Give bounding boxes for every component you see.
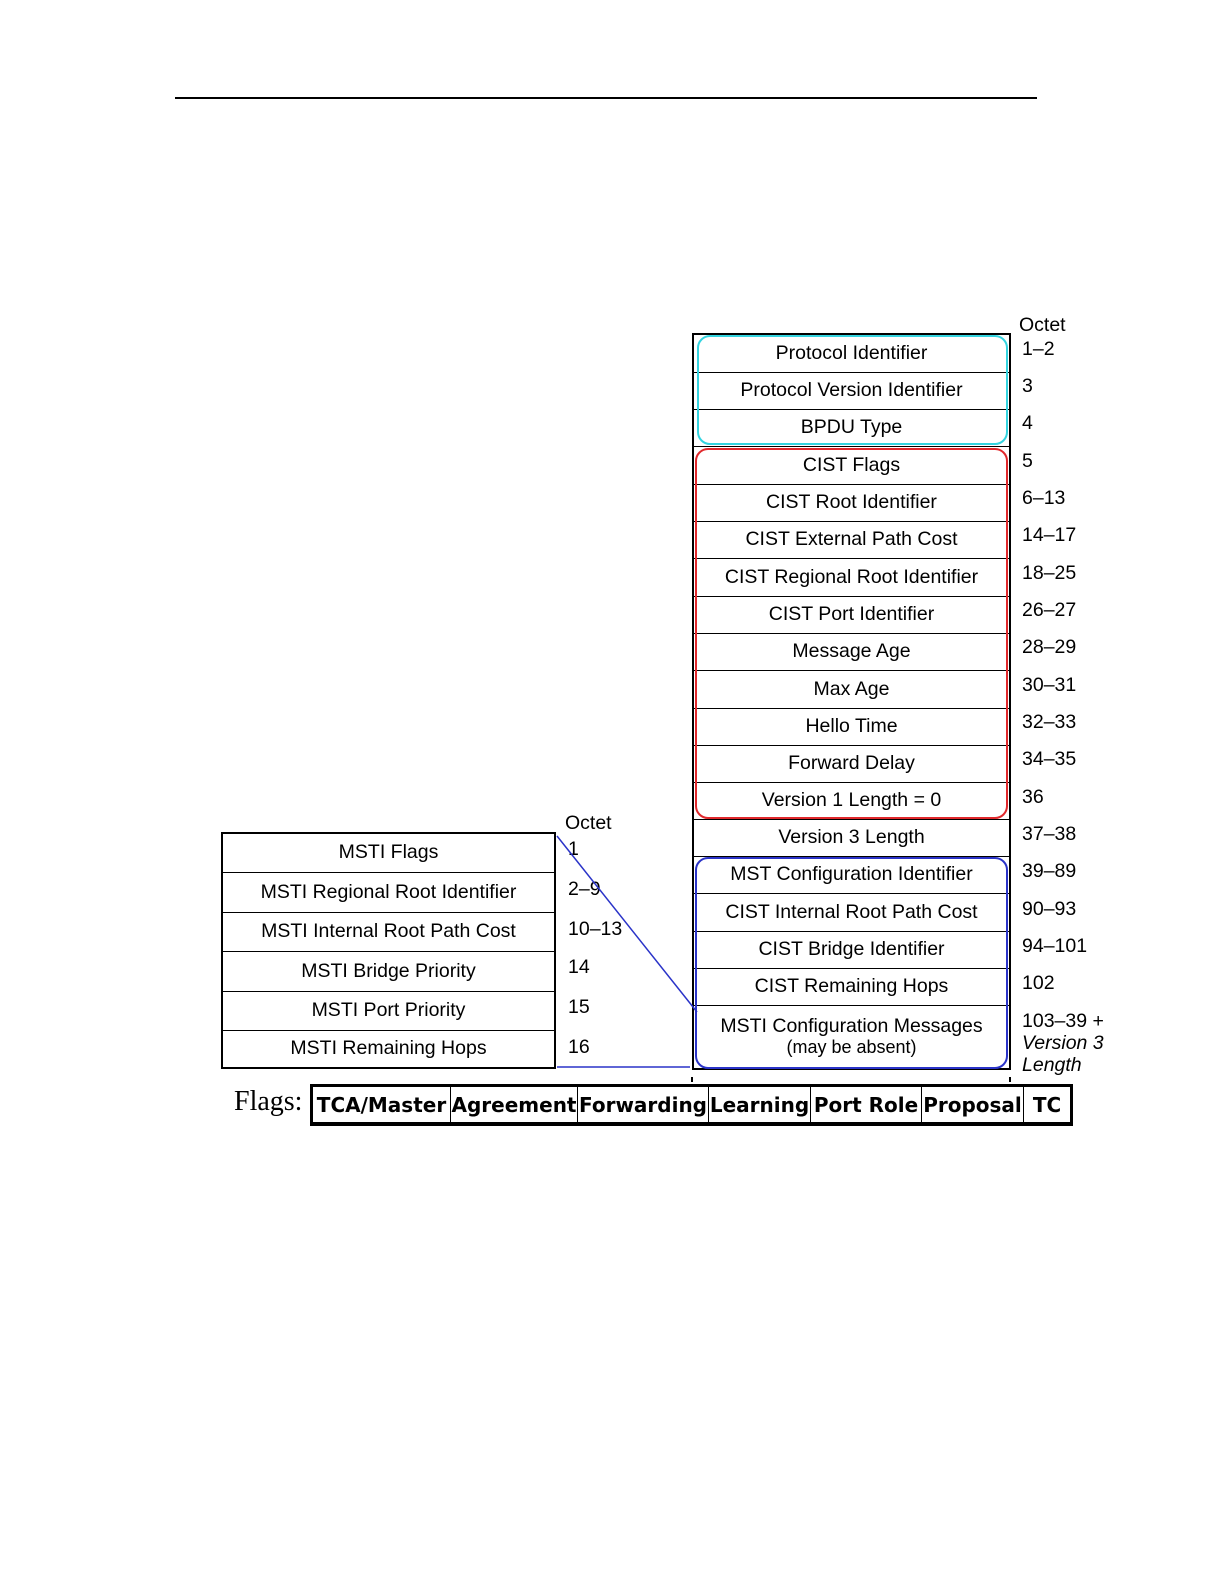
field-msti-internal-root-path-cost: MSTI Internal Root Path Cost	[223, 913, 554, 952]
flag-tca-master: TCA/Master	[313, 1087, 451, 1122]
stack-bottom-tick-left	[691, 1077, 693, 1082]
right-octet-header: Octet	[1019, 314, 1066, 336]
field-protocol-identifier: Protocol Identifier	[694, 335, 1009, 373]
field-cist-external-path-cost: CIST External Path Cost	[694, 522, 1009, 559]
flag-port-role: Port Role	[811, 1087, 922, 1122]
octet-5: 5	[1022, 450, 1033, 472]
field-msti-regional-root-identifier: MSTI Regional Root Identifier	[223, 873, 554, 913]
left-octet-16: 16	[568, 1036, 590, 1058]
flag-tc: TC	[1032, 1092, 1062, 1117]
octet-18-25: 18–25	[1022, 562, 1077, 584]
mst-bpdu-stack: Protocol Identifier Protocol Version Ide…	[692, 333, 1011, 1070]
octet-1-2: 1–2	[1022, 338, 1055, 360]
octet-6-13: 6–13	[1022, 487, 1066, 509]
left-octet-10-13: 10–13	[568, 918, 623, 940]
flag-agreement: Agreement	[451, 1087, 578, 1122]
flags-bar: TCA/Master Agreement Forwarding Learning…	[310, 1084, 1073, 1126]
field-cist-bridge-identifier: CIST Bridge Identifier	[694, 932, 1009, 969]
field-cist-internal-root-path-cost: CIST Internal Root Path Cost	[694, 894, 1009, 932]
octet-37-38: 37–38	[1022, 823, 1077, 845]
field-hello-time: Hello Time	[694, 709, 1009, 746]
octet-36: 36	[1022, 786, 1044, 808]
flag-proposal: Proposal	[922, 1087, 1024, 1122]
field-version-3-length: Version 3 Length	[694, 820, 1009, 857]
field-cist-port-identifier: CIST Port Identifier	[694, 597, 1009, 634]
left-octet-header: Octet	[565, 812, 612, 834]
octet-103-text: 103–39 +	[1022, 1010, 1104, 1032]
flags-label: Flags:	[234, 1086, 303, 1117]
field-msti-configuration-messages: MSTI Configuration Messages (may be abse…	[694, 1006, 1009, 1068]
left-octet-2-9: 2–9	[568, 878, 601, 900]
stack-bottom-tick-right	[1009, 1077, 1011, 1082]
group-outline-cyan	[697, 335, 1008, 445]
msti-config-label: MSTI Configuration Messages	[720, 1015, 983, 1038]
left-octet-15: 15	[568, 996, 590, 1018]
octet-30-31: 30–31	[1022, 674, 1077, 696]
field-msti-flags: MSTI Flags	[223, 834, 554, 873]
field-cist-regional-root-identifier: CIST Regional Root Identifier	[694, 559, 1009, 597]
flag-forwarding: Forwarding	[578, 1087, 709, 1122]
field-msti-remaining-hops: MSTI Remaining Hops	[290, 1037, 487, 1060]
octet-103-plus: 103–39 + Version 3 Length	[1022, 1010, 1104, 1077]
octet-version-3-text: Version 3	[1022, 1032, 1104, 1055]
left-octet-1: 1	[568, 838, 579, 860]
msti-message-stack: MSTI Flags MSTI Regional Root Identifier…	[221, 832, 556, 1069]
field-bpdu-type: BPDU Type	[694, 410, 1009, 447]
field-version-1-length: Version 1 Length = 0	[694, 783, 1009, 820]
field-cist-root-identifier: CIST Root Identifier	[694, 485, 1009, 522]
connector-diagonal	[556, 835, 698, 1013]
field-cist-flags: CIST Flags	[694, 447, 1009, 485]
octet-14-17: 14–17	[1022, 524, 1077, 546]
page-top-rule	[175, 97, 1037, 99]
group-outline-red	[695, 448, 1008, 819]
octet-32-33: 32–33	[1022, 711, 1077, 733]
field-max-age: Max Age	[694, 671, 1009, 709]
flag-learning: Learning	[709, 1087, 811, 1122]
field-mst-configuration-identifier: MST Configuration Identifier	[694, 857, 1009, 894]
octet-34-35: 34–35	[1022, 748, 1077, 770]
octet-26-27: 26–27	[1022, 599, 1077, 621]
octet-90-93: 90–93	[1022, 898, 1077, 920]
msti-config-sublabel: (may be absent)	[786, 1036, 917, 1057]
octet-3: 3	[1022, 375, 1033, 397]
octet-102: 102	[1022, 972, 1055, 994]
group-outline-blue	[695, 857, 1008, 1069]
field-protocol-version-identifier: Protocol Version Identifier	[694, 373, 1009, 410]
left-octet-14: 14	[568, 956, 590, 978]
field-cist-remaining-hops: CIST Remaining Hops	[694, 969, 1009, 1006]
field-forward-delay: Forward Delay	[694, 746, 1009, 783]
field-msti-bridge-priority: MSTI Bridge Priority	[223, 952, 554, 992]
field-message-age: Message Age	[694, 634, 1009, 671]
octet-length-text: Length	[1022, 1054, 1082, 1077]
octet-94-101: 94–101	[1022, 935, 1088, 957]
octet-39-89: 39–89	[1022, 860, 1077, 882]
field-msti-port-priority: MSTI Port Priority	[223, 992, 554, 1031]
octet-4: 4	[1022, 412, 1033, 434]
octet-28-29: 28–29	[1022, 636, 1077, 658]
